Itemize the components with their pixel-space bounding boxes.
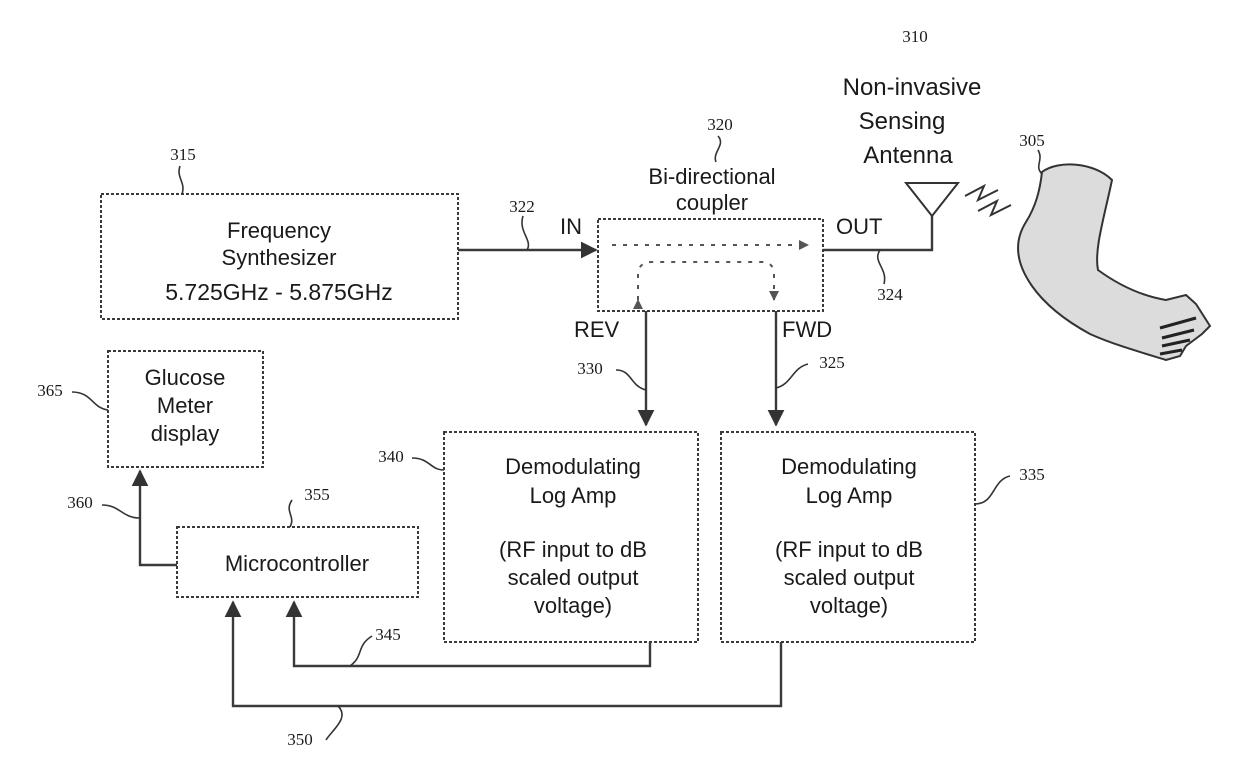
ref-324-leader xyxy=(877,249,886,285)
ref-340: 340 xyxy=(378,447,404,466)
glucose-label-line2: Meter xyxy=(157,393,213,418)
ref-320-leader xyxy=(714,135,722,163)
ref-355: 355 xyxy=(304,485,330,504)
amp-left-line5: voltage) xyxy=(534,593,612,618)
coupler-rev-label: REV xyxy=(574,317,620,342)
ref-324: 324 xyxy=(877,285,903,304)
synth-label-line2: Synthesizer xyxy=(222,245,337,270)
arm-icon xyxy=(1017,163,1212,362)
coupler-in-label: IN xyxy=(560,214,582,239)
ref-305: 305 xyxy=(1019,131,1045,150)
amp-left-line2: Log Amp xyxy=(530,483,617,508)
ref-305-leader xyxy=(1037,149,1043,175)
log-amp-fwd-block: Demodulating Log Amp (RF input to dB sca… xyxy=(720,431,976,643)
log-amp-rev-block: Demodulating Log Amp (RF input to dB sca… xyxy=(443,431,699,643)
microcontroller-label: Microcontroller xyxy=(225,551,369,576)
ref-340-leader xyxy=(411,457,445,471)
ref-315-leader xyxy=(178,165,184,195)
antenna-label-line2: Sensing xyxy=(859,108,946,135)
bidirectional-coupler-block xyxy=(597,218,824,312)
micro-to-display-wire xyxy=(131,469,177,567)
ref-345: 345 xyxy=(375,625,401,644)
coupler-out-label: OUT xyxy=(836,214,882,239)
ref-330-leader xyxy=(615,369,647,391)
amp-right-line5: voltage) xyxy=(810,593,888,618)
coupler-label-line1: Bi-directional xyxy=(648,164,775,189)
ref-365: 365 xyxy=(37,381,63,400)
amp-right-line4: scaled output xyxy=(784,565,915,590)
ref-335-leader xyxy=(974,475,1011,505)
glucose-label-line3: display xyxy=(151,421,219,446)
glucose-label-line1: Glucose xyxy=(145,365,226,390)
synth-label-line1: Frequency xyxy=(227,218,331,243)
antenna-label-line3: Antenna xyxy=(863,142,953,169)
ref-350-leader xyxy=(325,705,343,741)
ref-310: 310 xyxy=(902,27,928,46)
ref-345-leader xyxy=(349,635,373,667)
ref-315: 315 xyxy=(170,145,196,164)
amp-right-line2: Log Amp xyxy=(806,483,893,508)
coupler-to-antenna-wire xyxy=(823,216,934,252)
coupler-label-line2: coupler xyxy=(676,190,748,215)
ref-322: 322 xyxy=(509,197,535,216)
amp-right-line3: (RF input to dB xyxy=(775,537,923,562)
amp-left-line1: Demodulating xyxy=(505,454,641,479)
fwd-amp-to-micro-wire xyxy=(224,600,783,708)
amp-right-line1: Demodulating xyxy=(781,454,917,479)
ref-320: 320 xyxy=(707,115,733,134)
amp-left-line3: (RF input to dB xyxy=(499,537,647,562)
ref-322-leader xyxy=(521,215,530,251)
ref-335: 335 xyxy=(1019,465,1045,484)
ref-330: 330 xyxy=(577,359,603,378)
amp-left-line4: scaled output xyxy=(508,565,639,590)
frequency-synthesizer-block: Frequency Synthesizer 5.725GHz - 5.875GH… xyxy=(100,193,459,320)
antenna-icon xyxy=(903,182,1012,218)
ref-350: 350 xyxy=(287,730,313,749)
ref-325-leader xyxy=(775,363,809,389)
coupler-fwd-label: FWD xyxy=(782,317,832,342)
ref-325: 325 xyxy=(819,353,845,372)
antenna-label-line1: Non-invasive xyxy=(843,74,982,101)
ref-355-leader xyxy=(288,499,293,528)
ref-360-leader xyxy=(101,504,141,519)
microcontroller-block: Microcontroller xyxy=(176,526,419,598)
ref-360: 360 xyxy=(67,493,93,512)
synth-frequency-range: 5.725GHz - 5.875GHz xyxy=(165,279,393,305)
ref-365-leader xyxy=(71,391,109,411)
glucose-meter-display-block: Glucose Meter display xyxy=(107,350,264,468)
rev-amp-to-micro-wire xyxy=(285,600,652,668)
